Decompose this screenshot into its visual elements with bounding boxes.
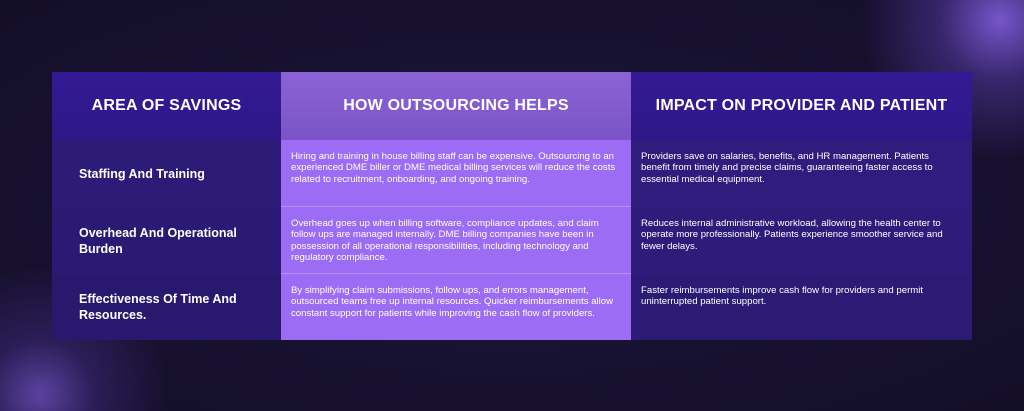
header-label: HOW OUTSOURCING HELPS — [343, 97, 569, 114]
row-how-staffing: Hiring and training in house billing sta… — [281, 140, 631, 207]
row-impact-overhead: Reduces internal administrative workload… — [631, 207, 972, 274]
header-label: AREA OF SAVINGS — [91, 97, 242, 114]
savings-table: AREA OF SAVINGS HOW OUTSOURCING HELPS IM… — [52, 72, 972, 340]
row-title-staffing: Staffing And Training — [52, 140, 281, 207]
row-title-overhead: Overhead And Operational Burden — [52, 207, 281, 274]
header-how-outsourcing-helps: HOW OUTSOURCING HELPS — [281, 72, 631, 140]
row-how-overhead: Overhead goes up when billing software, … — [281, 207, 631, 274]
header-label: IMPACT ON PROVIDER AND PATIENT — [655, 97, 948, 114]
row-impact-staffing: Providers save on salaries, benefits, an… — [631, 140, 972, 207]
row-impact-effectiveness: Faster reimbursements improve cash flow … — [631, 274, 972, 340]
header-area-of-savings: AREA OF SAVINGS — [52, 72, 281, 140]
row-how-effectiveness: By simplifying claim submissions, follow… — [281, 274, 631, 340]
row-title-effectiveness: Effectiveness Of Time And Resources. — [52, 274, 281, 340]
header-impact: IMPACT ON PROVIDER AND PATIENT — [631, 72, 972, 140]
